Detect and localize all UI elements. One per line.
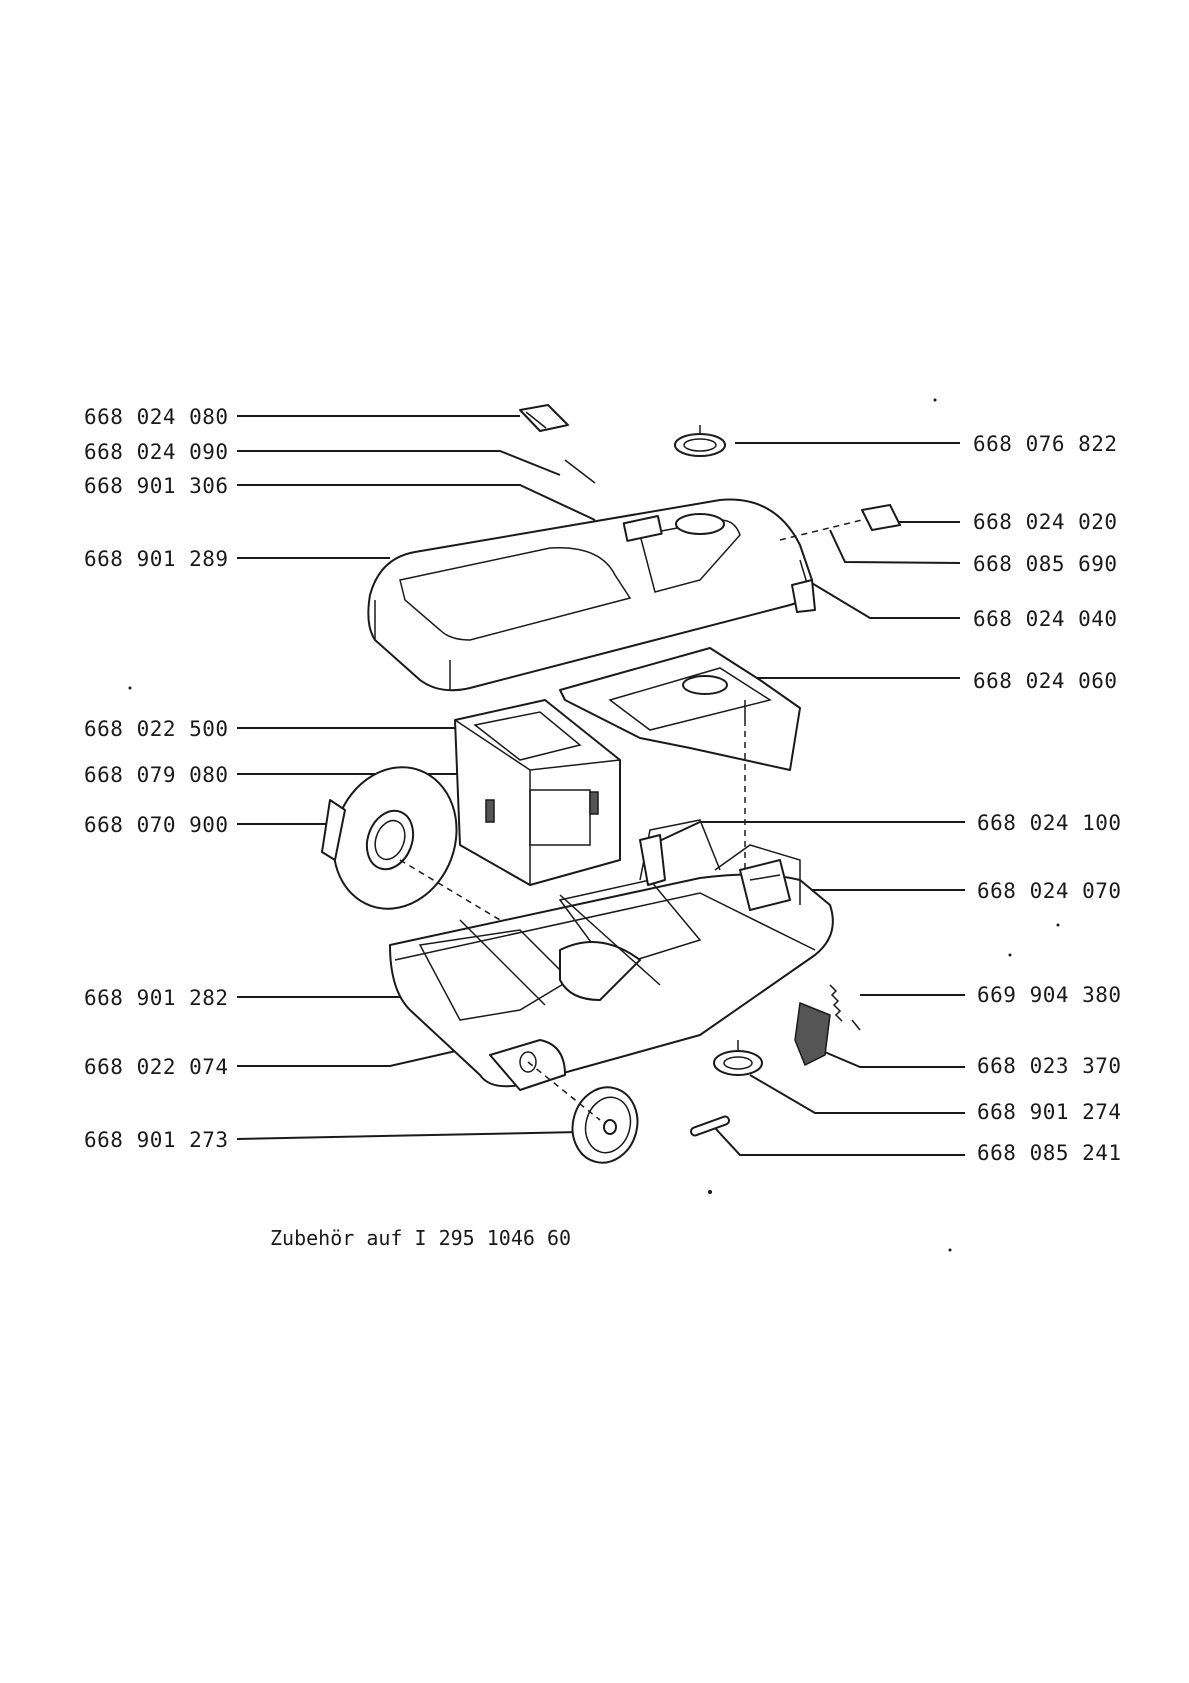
- part-label-668-024-020: 668 024 020: [973, 510, 1118, 534]
- part-label-668-070-900: 668 070 900: [84, 813, 229, 837]
- part-label-668-079-080: 668 079 080: [84, 763, 229, 787]
- left-labels: 668 024 080 668 024 090 668 901 306 668 …: [84, 405, 229, 1152]
- part-label-668-024-080: 668 024 080: [84, 405, 229, 429]
- leader-line: [829, 529, 961, 564]
- part-label-668-024-100: 668 024 100: [977, 811, 1122, 835]
- leader-line: [237, 484, 596, 521]
- leader-line: [714, 1127, 965, 1156]
- part-label-668-024-060: 668 024 060: [973, 669, 1118, 693]
- filter-holder-part: [559, 647, 801, 771]
- leader-line: [237, 450, 561, 476]
- leader-line: [749, 1074, 965, 1114]
- scan-dot: [1056, 923, 1060, 927]
- part-label-668-024-040: 668 024 040: [973, 607, 1118, 631]
- switch-part: [739, 859, 791, 911]
- bracket-part: [639, 834, 666, 886]
- spring-part: [829, 984, 861, 1031]
- dashed-guide: [527, 1061, 601, 1121]
- motor-ring-part: [321, 766, 458, 910]
- leader-line: [819, 1049, 965, 1068]
- parts-illustration: [128, 398, 1060, 1252]
- pin-part: [564, 459, 596, 484]
- latch-part: [861, 504, 901, 531]
- castor-wheel-part: [713, 1040, 763, 1076]
- wheel-part: [571, 1086, 639, 1164]
- scan-dot: [128, 686, 132, 690]
- right-labels: 668 076 822 668 024 020 668 085 690 668 …: [973, 432, 1122, 1165]
- part-label-668-085-690: 668 085 690: [973, 552, 1118, 576]
- part-label-668-085-241: 668 085 241: [977, 1141, 1122, 1165]
- part-label-669-904-380: 669 904 380: [977, 983, 1122, 1007]
- scan-dot: [1008, 953, 1012, 957]
- ring-seal-part: [674, 425, 726, 457]
- part-label-668-901-282: 668 901 282: [84, 986, 229, 1010]
- scan-dot: [933, 398, 937, 402]
- part-label-668-901-273: 668 901 273: [84, 1128, 229, 1152]
- part-label-668-024-070: 668 024 070: [977, 879, 1122, 903]
- dashed-guide: [779, 519, 863, 541]
- accessories-caption: Zubehör auf I 295 1046 60: [270, 1226, 571, 1250]
- part-label-668-024-090: 668 024 090: [84, 440, 229, 464]
- part-label-668-022-500: 668 022 500: [84, 717, 229, 741]
- scan-dot: [948, 1248, 952, 1252]
- part-label-668-023-370: 668 023 370: [977, 1054, 1122, 1078]
- part-label-668-022-074: 668 022 074: [84, 1055, 229, 1079]
- top-cover-part: [367, 498, 816, 692]
- part-label-668-901-289: 668 901 289: [84, 547, 229, 571]
- dust-bag-box-part: [454, 699, 621, 886]
- axle-pin-part: [689, 1115, 731, 1137]
- clip-part: [519, 404, 569, 432]
- scan-dot: [708, 1190, 712, 1194]
- leader-line: [236, 1131, 581, 1140]
- leader-line: [799, 575, 960, 619]
- part-label-668-076-822: 668 076 822: [973, 432, 1118, 456]
- part-label-668-901-274: 668 901 274: [977, 1100, 1122, 1124]
- part-label-668-901-306: 668 901 306: [84, 474, 229, 498]
- filter-pad-part: [794, 1001, 831, 1067]
